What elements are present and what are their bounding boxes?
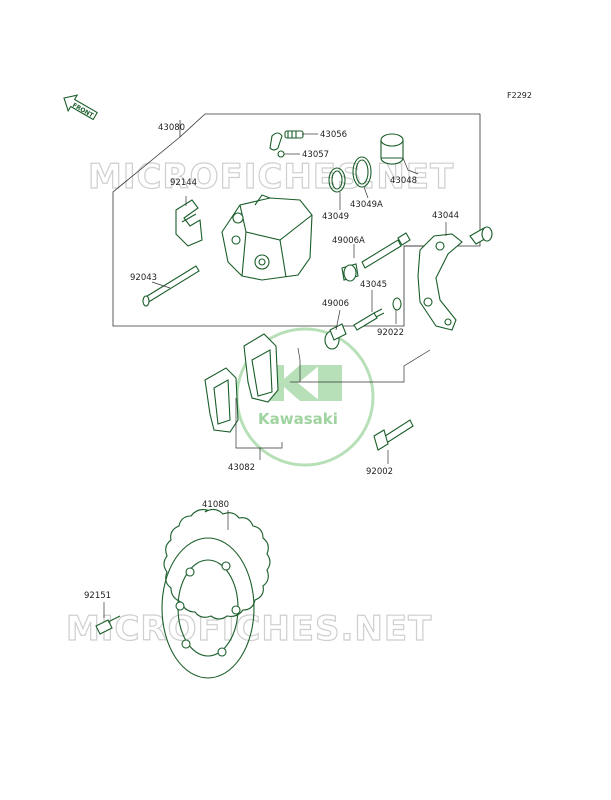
label-92022: 92022 <box>377 328 404 338</box>
label-49006: 49006 <box>322 299 349 309</box>
part-92144-pad-spring <box>175 199 203 247</box>
label-43048: 43048 <box>390 176 417 186</box>
part-43082-brake-pads <box>204 333 283 460</box>
part-43057-bleed-cap <box>269 132 285 158</box>
watermark-bottom: MICROFICHES.NET <box>66 609 432 649</box>
label-41080: 41080 <box>202 500 229 510</box>
label-43049a: 43049A <box>350 200 383 210</box>
label-43044: 43044 <box>432 211 459 221</box>
caliper-body <box>221 194 313 281</box>
label-43082: 43082 <box>228 463 255 473</box>
front-arrow-icon: FRONT <box>63 94 98 121</box>
label-43049: 43049 <box>322 212 349 222</box>
part-labels: 43080 43056 43057 43048 43049A 43049 921… <box>84 123 459 601</box>
part-41080-brake-disc <box>161 508 271 679</box>
part-pin-upper <box>361 232 411 269</box>
part-92002-bolt <box>373 419 414 451</box>
label-92151: 92151 <box>84 591 111 601</box>
label-43080: 43080 <box>158 123 185 133</box>
label-43057: 43057 <box>302 150 329 160</box>
part-49006-boot <box>324 323 347 350</box>
label-92002: 92002 <box>366 467 393 477</box>
part-49006a-boot <box>341 263 359 282</box>
label-49006a: 49006A <box>332 236 365 246</box>
part-43056-bleed-screw <box>284 130 304 139</box>
part-92151-disc-bolt <box>95 615 121 635</box>
part-43048-piston <box>380 133 404 165</box>
logo-text: Kawasaki <box>258 410 338 428</box>
part-43049-seal <box>328 167 346 193</box>
part-43045-pin <box>353 308 385 331</box>
part-92043-pad-pin <box>142 265 200 307</box>
label-43045: 43045 <box>360 280 387 290</box>
part-43044-bracket <box>417 226 493 331</box>
leader-lines <box>103 133 447 618</box>
part-92022-o-ring <box>392 297 402 311</box>
label-43056: 43056 <box>320 130 347 140</box>
label-92144: 92144 <box>170 178 197 188</box>
label-92043: 92043 <box>130 273 157 283</box>
figure-ref: F2292 <box>507 91 532 100</box>
part-43049a-seal <box>352 156 372 188</box>
